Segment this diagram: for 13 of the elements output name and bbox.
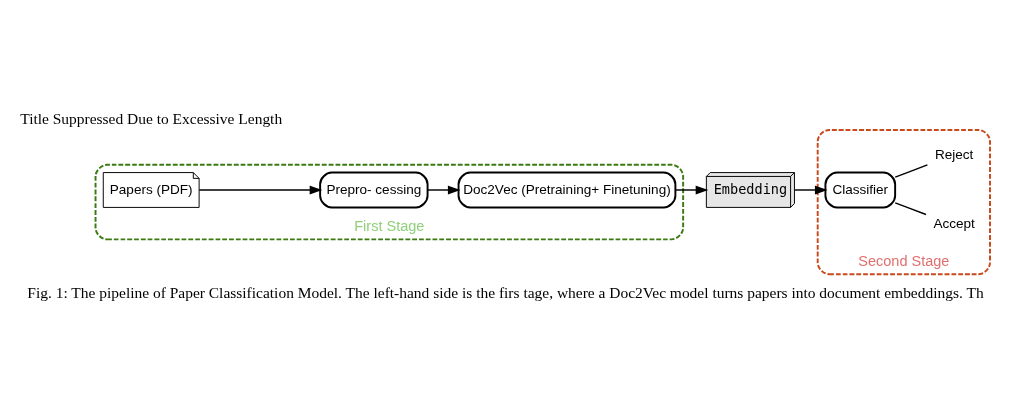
connector: [894, 202, 927, 216]
arrow: [198, 185, 323, 195]
node-text: Accept: [933, 216, 975, 232]
node-box: Doc2Vec (Pretraining+ Finetuning): [457, 171, 677, 209]
node-text: Reject: [934, 146, 974, 162]
node-box: Classifier: [824, 171, 897, 209]
label: Title Suppressed Due to Excessive Length: [20, 109, 283, 127]
arrow: [674, 185, 709, 195]
arrow: [427, 185, 461, 195]
node-box: Prepro- cessing: [319, 171, 429, 209]
caption: Fig. 1: The pipeline of Paper Classification Model. The left-hand side is the firs tage, where a Doc2Vec model turns papers into document embeddings. Th: [27, 284, 984, 302]
connector: [894, 164, 929, 178]
arrow: [793, 185, 828, 195]
